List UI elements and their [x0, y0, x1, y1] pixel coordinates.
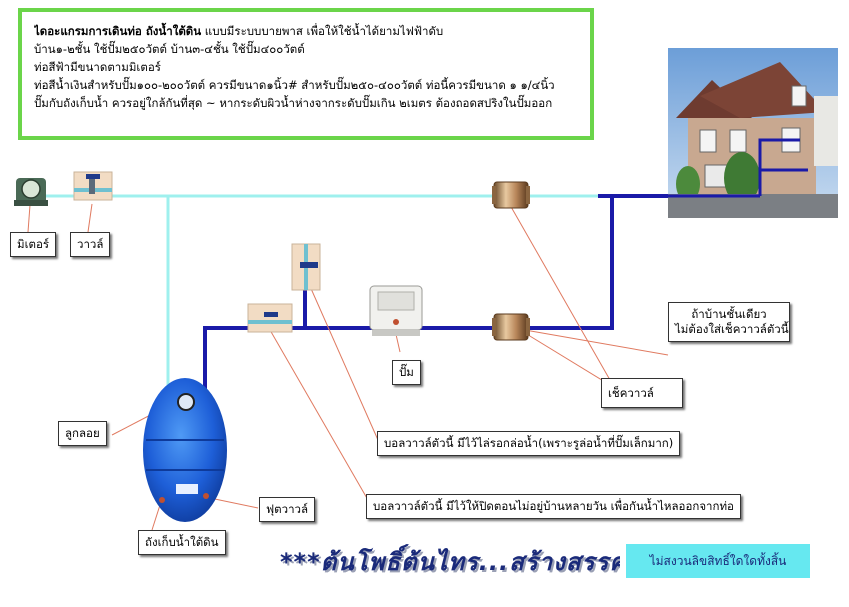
- footer-title: ***ต้นโพธิ์ต้นไทร...สร้างสรรค์***: [280, 548, 620, 576]
- tank-label: ถังเก็บน้ำใต้ดิน: [138, 530, 226, 555]
- info-title-rest: แบบมีระบบบายพาส เพื่อให้ใช้น้ำได้ยามไฟฟ้…: [201, 24, 444, 38]
- foot-valve-label: ฟุตวาวล์: [259, 497, 316, 522]
- check-valve-bottom-icon: [492, 313, 530, 341]
- water-meter-icon: [14, 178, 48, 206]
- single-storey-note-line2: ไม่ต้องใส่เช็ควาวล์ตัวนี้: [675, 322, 789, 336]
- single-storey-note: ถ้าบ้านชั้นเดียว ไม่ต้องใส่เช็ควาวล์ตัวน…: [668, 302, 790, 342]
- mains-pipe: [30, 194, 600, 420]
- float-label: ลูกลอย: [58, 421, 107, 446]
- info-title: ไดอะแกรมการเดินท่อ ถังน้ำใต้ดิน: [34, 24, 202, 38]
- pump-icon: [369, 285, 423, 336]
- annotation-lines: [27, 203, 669, 531]
- copyright-badge: ไม่สงวนลิขสิทธิ์ใดใดทั้งสิ้น: [626, 544, 810, 578]
- ball-valve-note-1: บอลวาวล์ตัวนี้ มีไว้ไล่รอกล่อน้ำ(เพราะรู…: [377, 431, 681, 456]
- pump-label: ปั๊ม: [392, 360, 421, 385]
- ball-valve-horizontal-icon: [247, 303, 293, 333]
- house-image: [668, 48, 838, 218]
- info-line-dark-pipe: ท่อสีน้ำเงินสำหรับปั๊ม๑๐๐-๒๐๐วัตต์ ควรมี…: [34, 78, 555, 92]
- valve-label: วาวล์: [70, 232, 111, 257]
- info-box: ไดอะแกรมการเดินท่อ ถังน้ำใต้ดิน แบบมีระบ…: [18, 8, 594, 140]
- underground-tank-icon: [143, 378, 227, 522]
- info-line-pumps: บ้าน๑-๒ชั้น ใช้ปั๊ม๒๕๐วัตต์ บ้าน๓-๔ชั้น …: [34, 42, 305, 56]
- check-valve-top-icon: [492, 181, 530, 209]
- info-line-tank: ปั๊มกับถังเก็บน้ำ ควรอยู่ใกล้กันที่สุด ~…: [34, 96, 553, 110]
- mains-valve-icon: [73, 171, 113, 201]
- info-title-line: ไดอะแกรมการเดินท่อ ถังน้ำใต้ดิน แบบมีระบ…: [34, 22, 578, 40]
- single-storey-note-line1: ถ้าบ้านชั้นเดียว: [691, 307, 767, 321]
- ball-valve-note-2: บอลวาวล์ตัวนี้ มีไว้ให้ปิดตอนไม่อยู่บ้าน…: [366, 494, 741, 519]
- ball-valve-vertical-icon: [291, 243, 321, 291]
- info-line-light-pipe: ท่อสีฟ้ามีขนาดตามมิเตอร์: [34, 60, 161, 74]
- meter-label: มิเตอร์: [10, 232, 57, 257]
- check-valve-label: เช็ควาวล์: [601, 378, 683, 408]
